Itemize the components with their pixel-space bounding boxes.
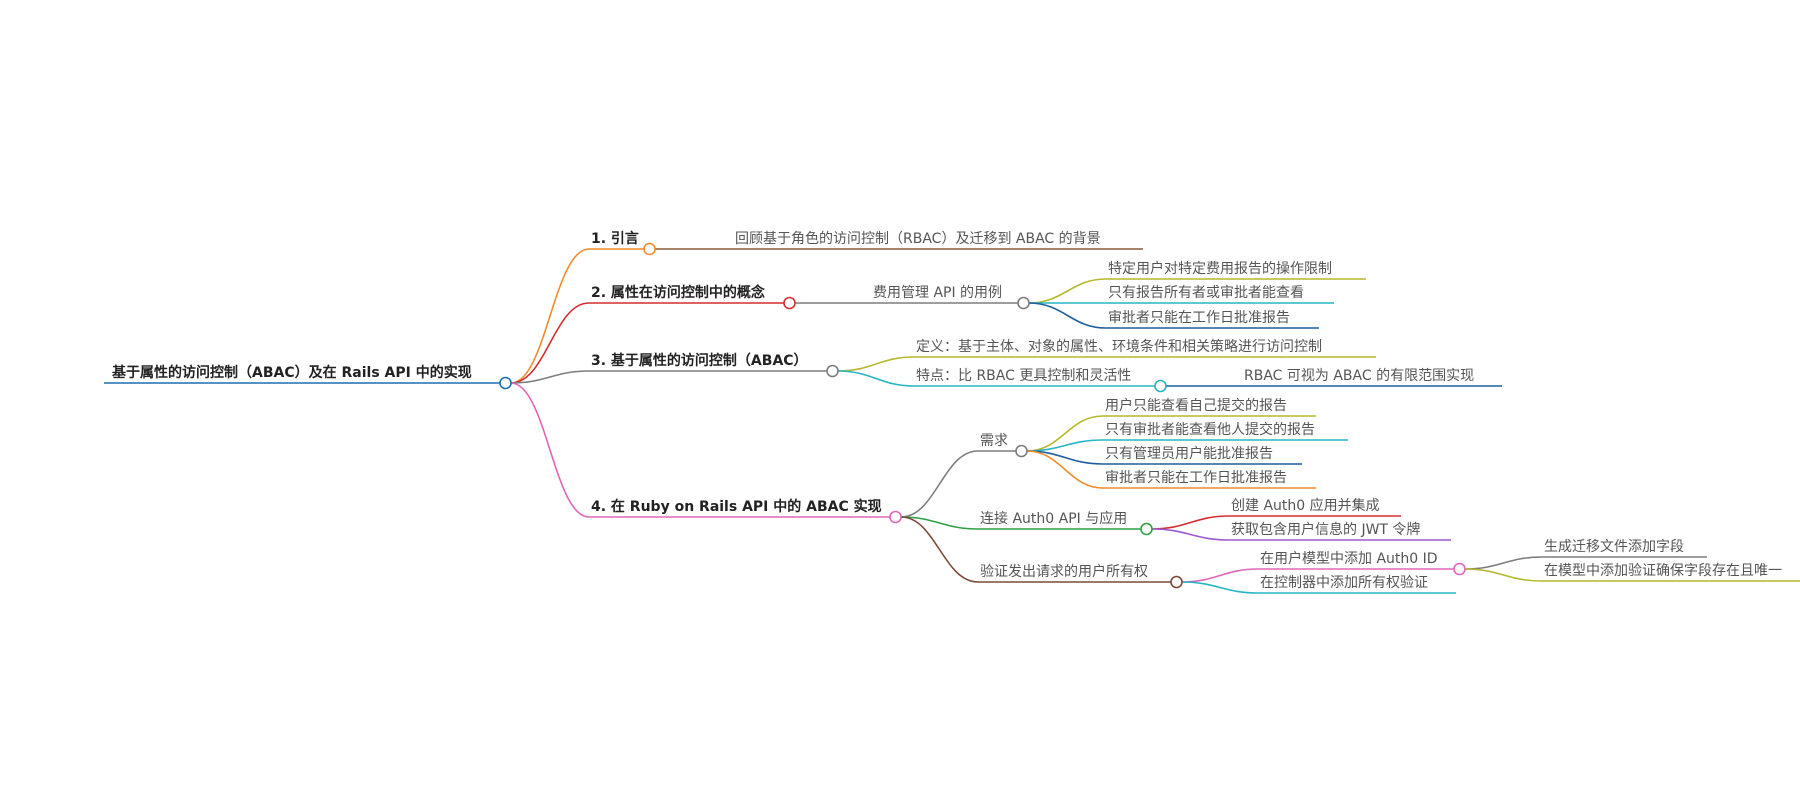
- connector-line: [1151, 515, 1230, 530]
- connector-line: [510, 248, 590, 384]
- topic-node[interactable]: 定义：基于主体、对象的属性、环境条件和相关策略进行访问控制: [914, 338, 1376, 358]
- branch-node[interactable]: 2. 属性在访问控制中的概念: [589, 284, 796, 310]
- connector-line: [510, 370, 590, 384]
- collapse-toggle-icon[interactable]: [1017, 296, 1030, 310]
- node-label: 创建 Auth0 应用并集成: [1231, 497, 1380, 514]
- topic-node[interactable]: 只有报告所有者或审批者能查看: [1106, 285, 1334, 304]
- connector-line: [1181, 568, 1259, 583]
- connector-line: [510, 382, 590, 518]
- node-label: 特点：比 RBAC 更具控制和灵活性: [916, 368, 1131, 384]
- topic-node[interactable]: 获取包含用户信息的 JWT 令牌: [1229, 521, 1451, 541]
- node-label: 1. 引言: [591, 230, 639, 247]
- node-label: 3. 基于属性的访问控制（ABAC）: [591, 352, 808, 369]
- topic-node[interactable]: 创建 Auth0 应用并集成: [1229, 497, 1401, 517]
- collapse-toggle-icon[interactable]: [1453, 562, 1466, 576]
- node-label: 验证发出请求的用户所有权: [980, 563, 1148, 580]
- connector-line: [1464, 568, 1543, 582]
- connector-line: [1028, 302, 1107, 329]
- node-label: 连接 Auth0 API 与应用: [980, 510, 1127, 527]
- topic-node[interactable]: 需求: [978, 433, 1028, 458]
- node-label: 4. 在 Ruby on Rails API 中的 ABAC 实现: [591, 498, 882, 515]
- node-label: 回顾基于角色的访问控制（RBAC）及迁移到 ABAC 的背景: [735, 230, 1101, 247]
- node-label: 只有管理员用户能批准报告: [1105, 445, 1273, 462]
- node-label: 需求: [980, 433, 1008, 449]
- mindmap-nodes: 基于属性的访问控制（ABAC）及在 Rails API 中的实现 1. 引言 回顾基…: [104, 230, 1800, 594]
- connector-line: [1028, 278, 1107, 304]
- collapse-toggle-icon[interactable]: [643, 242, 656, 256]
- node-label: RBAC 可视为 ABAC 的有限范围实现: [1244, 367, 1474, 384]
- node-label: 审批者只能在工作日批准报告: [1105, 470, 1287, 486]
- topic-node[interactable]: 费用管理 API 的用例: [871, 285, 1030, 310]
- node-label: 费用管理 API 的用例: [873, 285, 1002, 301]
- topic-node[interactable]: 特点：比 RBAC 更具控制和灵活性: [914, 368, 1167, 393]
- connector-line: [837, 356, 915, 372]
- node-label: 定义：基于主体、对象的属性、环境条件和相关策略进行访问控制: [916, 338, 1322, 355]
- topic-node[interactable]: 验证发出请求的用户所有权: [978, 563, 1183, 589]
- branch-node[interactable]: 1. 引言: [589, 230, 656, 256]
- connector-line: [1181, 581, 1259, 594]
- collapse-toggle-icon[interactable]: [1154, 379, 1167, 393]
- node-label: 2. 属性在访问控制中的概念: [591, 284, 766, 301]
- topic-node[interactable]: 连接 Auth0 API 与应用: [978, 510, 1153, 536]
- node-label: 只有报告所有者或审批者能查看: [1108, 285, 1304, 301]
- connector-line: [900, 516, 979, 530]
- node-label: 生成迁移文件添加字段: [1544, 539, 1684, 555]
- collapse-toggle-icon[interactable]: [1015, 444, 1028, 458]
- topic-node[interactable]: 回顾基于角色的访问控制（RBAC）及迁移到 ABAC 的背景: [733, 230, 1143, 250]
- connector-line: [1151, 528, 1230, 541]
- node-label: 在模型中添加验证确保字段存在且唯一: [1544, 563, 1782, 579]
- collapse-toggle-icon[interactable]: [826, 364, 839, 378]
- topic-node[interactable]: 审批者只能在工作日批准报告: [1103, 470, 1316, 489]
- collapse-toggle-icon[interactable]: [783, 296, 796, 310]
- topic-node[interactable]: 在模型中添加验证确保字段存在且唯一: [1542, 563, 1800, 582]
- collapse-toggle-icon[interactable]: [1170, 575, 1183, 589]
- topic-node[interactable]: 特定用户对特定费用报告的操作限制: [1106, 260, 1366, 280]
- root-label: 基于属性的访问控制（ABAC）及在 Rails API 中的实现: [112, 364, 472, 381]
- topic-node[interactable]: 用户只能查看自己提交的报告: [1103, 397, 1316, 417]
- node-label: 只有审批者能查看他人提交的报告: [1105, 421, 1315, 438]
- connector-line: [837, 370, 915, 387]
- mindmap-edges: [510, 248, 1543, 594]
- connector-line: [1026, 450, 1104, 489]
- root-node[interactable]: 基于属性的访问控制（ABAC）及在 Rails API 中的实现: [104, 364, 512, 390]
- node-label: 审批者只能在工作日批准报告: [1108, 310, 1290, 326]
- node-label: 用户只能查看自己提交的报告: [1105, 397, 1287, 414]
- node-label: 在用户模型中添加 Auth0 ID: [1260, 550, 1438, 567]
- connector-line: [900, 516, 979, 583]
- collapse-toggle-icon[interactable]: [499, 376, 512, 390]
- topic-node[interactable]: 生成迁移文件添加字段: [1542, 539, 1707, 558]
- topic-node[interactable]: 在用户模型中添加 Auth0 ID: [1258, 550, 1466, 576]
- branch-node[interactable]: 3. 基于属性的访问控制（ABAC）: [589, 352, 839, 378]
- node-label: 在控制器中添加所有权验证: [1260, 575, 1428, 591]
- topic-node[interactable]: 只有管理员用户能批准报告: [1103, 445, 1302, 465]
- topic-node[interactable]: 审批者只能在工作日批准报告: [1106, 310, 1319, 329]
- collapse-toggle-icon[interactable]: [1140, 522, 1153, 536]
- connector-line: [1464, 556, 1543, 570]
- topic-node[interactable]: 在控制器中添加所有权验证: [1258, 575, 1456, 594]
- node-label: 获取包含用户信息的 JWT 令牌: [1231, 521, 1420, 538]
- connector-line: [510, 302, 590, 384]
- topic-node[interactable]: 只有审批者能查看他人提交的报告: [1103, 421, 1348, 441]
- branch-node[interactable]: 4. 在 Ruby on Rails API 中的 ABAC 实现: [589, 498, 902, 524]
- topic-node[interactable]: RBAC 可视为 ABAC 的有限范围实现: [1242, 367, 1502, 387]
- collapse-toggle-icon[interactable]: [889, 510, 902, 524]
- node-label: 特定用户对特定费用报告的操作限制: [1108, 260, 1332, 277]
- connector-line: [900, 450, 979, 518]
